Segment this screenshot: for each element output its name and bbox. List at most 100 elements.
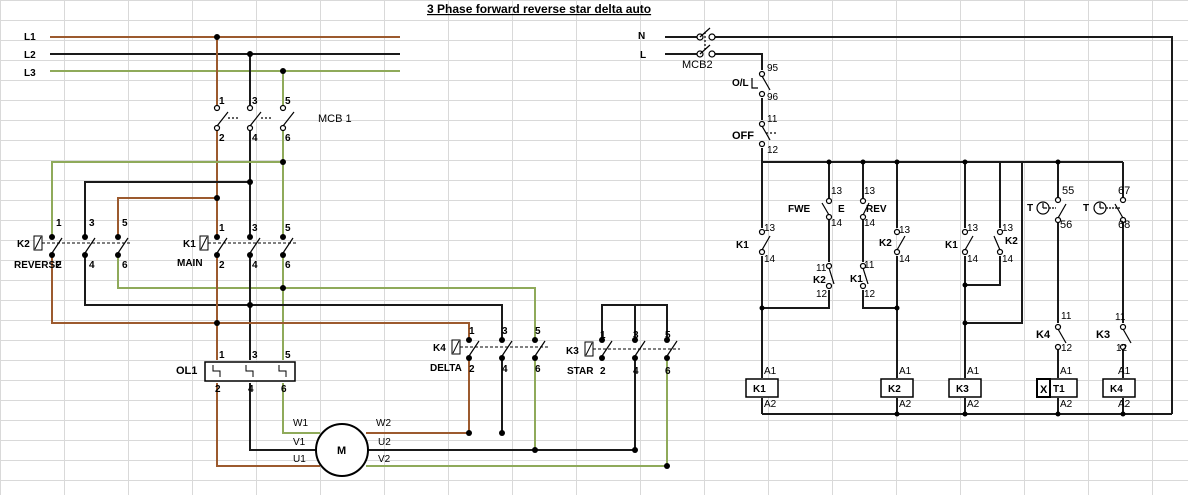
n14: 14	[967, 254, 979, 265]
a2: A2	[1118, 399, 1131, 410]
t: 5	[122, 218, 128, 229]
n14: 14	[831, 218, 843, 229]
n95: 95	[767, 63, 779, 74]
n14: 14	[864, 218, 876, 229]
label-star: STAR	[567, 366, 594, 377]
motor-label: M	[337, 445, 346, 457]
t: 2	[219, 260, 225, 271]
t: 5	[285, 96, 291, 107]
wire-k2-out-black	[84, 255, 250, 306]
label-v2: V2	[378, 454, 391, 465]
label-k3: K3	[566, 346, 579, 357]
label-ol: O/L	[732, 78, 749, 89]
n13: 13	[764, 223, 776, 234]
label-l2: L2	[24, 50, 36, 61]
label-n: N	[638, 31, 645, 42]
label-l1: L1	[24, 32, 36, 43]
n12: 12	[864, 289, 876, 300]
n13: 13	[864, 186, 876, 197]
t: 2	[219, 133, 225, 144]
label-main: MAIN	[177, 258, 203, 269]
t: 1	[219, 96, 225, 107]
coils	[745, 378, 1136, 398]
t: 3	[252, 350, 258, 361]
label-delta: DELTA	[430, 363, 462, 374]
t: 2	[469, 364, 475, 375]
wire-k2-feed-black	[84, 181, 250, 235]
label-k2-ctrl2: K2	[1005, 236, 1018, 247]
power-wires	[50, 36, 668, 467]
n56: 56	[1060, 219, 1072, 231]
mcb2-switch	[696, 27, 716, 58]
label-k3-ctrl: K3	[1096, 329, 1110, 341]
mcb1-switch	[213, 104, 295, 132]
n11: 11	[1061, 311, 1072, 322]
t: 4	[502, 364, 508, 375]
n14: 14	[1002, 254, 1014, 265]
contactor-k1	[199, 234, 297, 258]
label-v1: V1	[293, 437, 306, 448]
label-mcb1: MCB 1	[318, 113, 352, 125]
label-k1-ctrl: K1	[736, 240, 749, 251]
n14: 14	[899, 254, 911, 265]
label-k2: K2	[17, 239, 30, 250]
label-u1: U1	[293, 454, 306, 465]
label-l: L	[640, 50, 646, 61]
labels: 3 Phase forward reverse star delta auto …	[14, 2, 1131, 465]
n11: 11	[767, 114, 778, 125]
motor	[315, 423, 369, 477]
label-k2-ctrl: K2	[879, 238, 892, 249]
label-rev: REV	[866, 204, 887, 215]
t: 5	[285, 350, 291, 361]
a2: A2	[967, 399, 980, 410]
n11: 11	[1115, 312, 1126, 323]
t: 3	[89, 218, 95, 229]
a2: A2	[764, 399, 777, 410]
wire-ol-w1	[282, 383, 320, 434]
t: 2	[215, 384, 221, 395]
t: 4	[633, 366, 639, 377]
coil-k2: K2	[888, 384, 901, 395]
overload-ol1	[204, 361, 296, 382]
coil-t1: T1	[1053, 384, 1065, 395]
wire-ol-v1	[249, 383, 320, 451]
n12: 12	[816, 289, 828, 300]
a2: A2	[899, 399, 912, 410]
label-l3: L3	[24, 68, 36, 79]
coil-x: X	[1040, 384, 1048, 396]
n13: 13	[899, 225, 911, 236]
t: 5	[285, 223, 291, 234]
label-k1-nc: K1	[850, 274, 863, 285]
t: 3	[252, 223, 258, 234]
t: 1	[600, 330, 606, 341]
t: 3	[252, 96, 258, 107]
a2: A2	[1060, 399, 1073, 410]
control-dots	[759, 159, 1126, 417]
t: 4	[252, 133, 258, 144]
a1: A1	[899, 366, 912, 377]
wire-k4-feed-green	[283, 287, 536, 338]
t: 4	[252, 260, 258, 271]
t: 5	[535, 326, 541, 337]
label-t2: T	[1083, 203, 1089, 214]
label-mcb2: MCB2	[682, 59, 713, 71]
junction-dots	[214, 34, 670, 469]
t: 3	[502, 326, 508, 337]
t: 1	[469, 326, 475, 337]
n67: 67	[1118, 185, 1130, 197]
label-ol1: OL1	[176, 365, 197, 377]
a1: A1	[1060, 366, 1073, 377]
n12: 12	[1061, 343, 1073, 354]
n13: 13	[967, 223, 979, 234]
t: 1	[219, 350, 225, 361]
wire-u2	[366, 358, 636, 451]
t: 1	[219, 223, 225, 234]
label-k1-ctrl2: K1	[945, 240, 958, 251]
label-k1: K1	[183, 239, 196, 250]
control-contacts	[751, 70, 1132, 351]
n12: 12	[767, 145, 779, 156]
t: 6	[281, 384, 287, 395]
wire-ol-u1	[216, 383, 320, 467]
n96: 96	[767, 92, 779, 103]
